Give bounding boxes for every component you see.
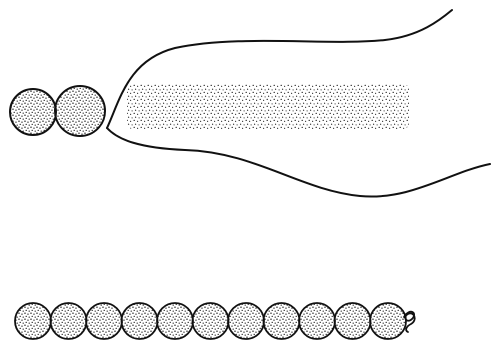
chain-sphere xyxy=(299,303,335,339)
chain-sphere xyxy=(51,303,87,339)
envelope-lower-curve xyxy=(107,128,490,197)
chain-sphere xyxy=(264,303,300,339)
chain-sphere xyxy=(122,303,158,339)
chain-sphere xyxy=(86,303,122,339)
upper-panel xyxy=(10,10,490,197)
chain-sphere xyxy=(228,303,264,339)
stippled-rod xyxy=(127,84,409,129)
chain-sphere xyxy=(335,303,371,339)
lower-panel xyxy=(15,303,415,339)
sphere-upper-2 xyxy=(55,86,105,136)
chain-sphere xyxy=(370,303,406,339)
sphere-upper-1 xyxy=(10,89,56,135)
chain-sphere xyxy=(193,303,229,339)
chain-sphere xyxy=(15,303,51,339)
chain-sphere xyxy=(157,303,193,339)
